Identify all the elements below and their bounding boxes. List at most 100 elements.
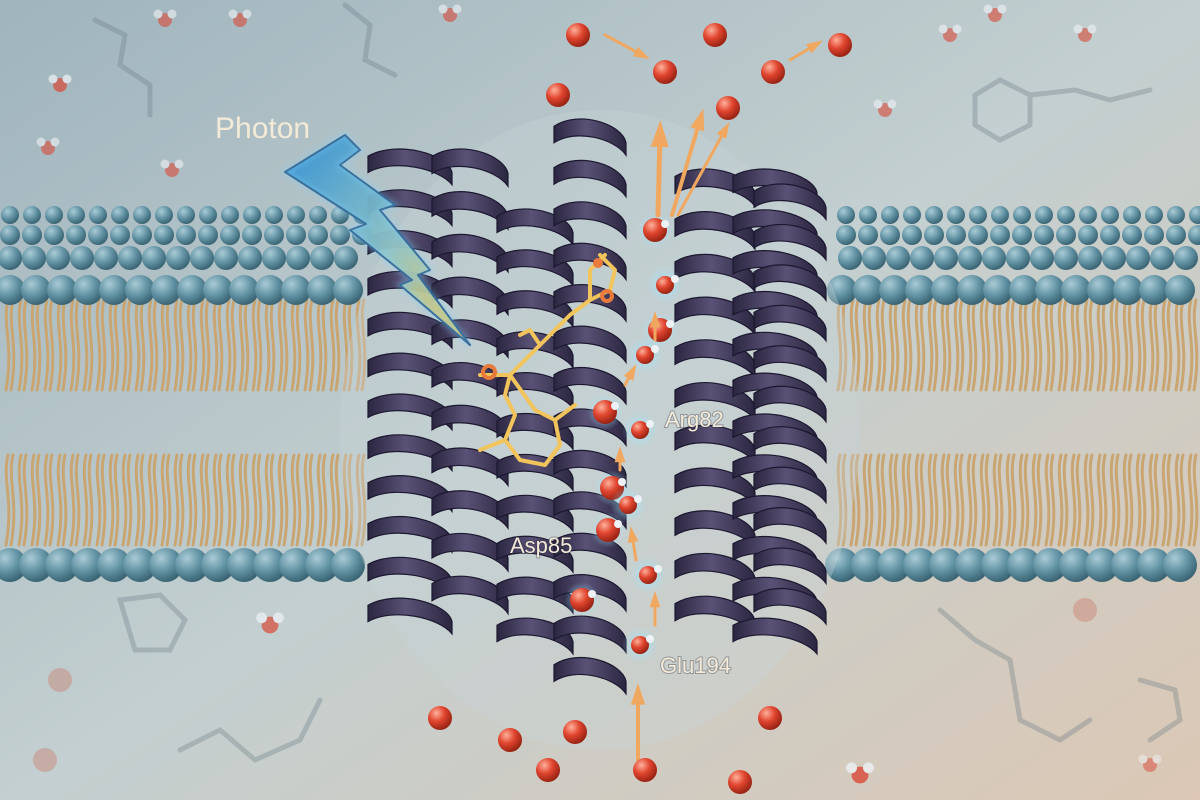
lipid-head <box>132 225 152 245</box>
lipid-head <box>44 225 64 245</box>
lipid-tail <box>849 453 856 547</box>
water-molecule-icon <box>48 74 72 92</box>
lipid-tail <box>321 298 328 392</box>
lipid-tail <box>1036 298 1043 392</box>
free-protons <box>33 23 1097 794</box>
lipid-tail <box>1036 453 1043 547</box>
lipid-head <box>281 275 311 305</box>
lipid-head <box>154 225 174 245</box>
lipid-head <box>969 206 987 224</box>
lipid-tail <box>906 453 913 547</box>
lipid-tail <box>173 298 180 392</box>
lipid-head <box>255 275 285 305</box>
lipid-tail <box>212 453 219 547</box>
lipid-tail <box>308 453 315 547</box>
proton-sphere-icon <box>761 60 785 84</box>
lipid-tail <box>126 298 133 392</box>
arg82-label: Arg82 <box>665 407 724 432</box>
lipid-tail <box>1109 298 1116 392</box>
proton-sphere-icon <box>428 706 452 730</box>
lipid-tail <box>971 298 978 392</box>
lipid-head <box>149 548 183 582</box>
lipid-tail <box>30 298 37 392</box>
lipid-head <box>903 548 937 582</box>
lipid-head <box>947 206 965 224</box>
lipid-head <box>1113 275 1143 305</box>
lipid-head <box>955 548 989 582</box>
lipid-tail <box>1049 298 1056 392</box>
lipid-tail <box>958 298 965 392</box>
lipid-head <box>858 225 878 245</box>
lipid-tail <box>69 453 76 547</box>
water-molecule-icon <box>1073 24 1097 42</box>
lipid-tail <box>334 453 341 547</box>
lipid-head <box>97 548 131 582</box>
lipid-head <box>983 275 1013 305</box>
lipid-head <box>22 246 46 270</box>
lipid-tail <box>160 298 167 392</box>
lipid-tail <box>849 298 856 392</box>
lipid-head <box>201 548 235 582</box>
flow-arrow-icon <box>603 33 650 60</box>
lipid-head <box>1056 225 1076 245</box>
lipid-head <box>70 246 94 270</box>
lipid-head <box>1035 206 1053 224</box>
lipid-tail <box>82 453 89 547</box>
lipid-tail <box>321 453 328 547</box>
lipid-head <box>177 206 195 224</box>
lipid-tail <box>355 453 362 547</box>
lipid-tail <box>1096 298 1103 392</box>
lipid-tail <box>1127 298 1134 392</box>
lipid-tail <box>901 453 908 547</box>
proton-sphere-icon <box>703 23 727 47</box>
pathway-proton <box>639 566 657 584</box>
lipid-tail <box>966 298 973 392</box>
lipid-tail <box>243 298 250 392</box>
proton-sphere-icon <box>563 720 587 744</box>
lipid-tail <box>87 453 94 547</box>
lipid-tail <box>74 298 81 392</box>
lipid-tail <box>1062 298 1069 392</box>
lipid-tail <box>1023 453 1030 547</box>
lipid-head <box>903 206 921 224</box>
lipid-head <box>934 246 958 270</box>
lipid-head <box>924 225 944 245</box>
pathway-proton <box>631 636 649 654</box>
lipid-tails <box>4 298 1199 547</box>
lipid-head <box>73 275 103 305</box>
proton-sphere-icon <box>498 728 522 752</box>
lipid-tail <box>1005 453 1012 547</box>
proton-sphere-icon <box>1073 598 1097 622</box>
lipid-tail <box>1174 453 1181 547</box>
lipid-tail <box>9 298 16 392</box>
lipid-head <box>262 246 286 270</box>
lipid-tail <box>906 298 913 392</box>
lipid-head <box>287 206 305 224</box>
lipid-tail <box>329 453 336 547</box>
lipid-tail <box>165 298 172 392</box>
lipid-tail <box>230 453 237 547</box>
water-molecule-icon <box>438 4 462 22</box>
lipid-head <box>827 275 857 305</box>
lipid-head <box>1059 548 1093 582</box>
lipid-tail <box>940 453 947 547</box>
water-molecule-icon <box>983 4 1007 22</box>
lipid-head <box>333 275 363 305</box>
lipid-tail <box>867 453 874 547</box>
lipid-tail <box>1135 453 1142 547</box>
lipid-tail <box>199 453 206 547</box>
lipid-tail <box>95 298 102 392</box>
flow-arrow-icon <box>623 364 637 387</box>
proton-sphere-icon <box>536 758 560 782</box>
flow-arrow-icon <box>676 122 730 217</box>
lipid-head <box>71 548 105 582</box>
lipid-head <box>243 206 261 224</box>
lipid-tail <box>1010 453 1017 547</box>
lipid-tail <box>134 453 141 547</box>
lipid-tail <box>888 298 895 392</box>
lipid-tail <box>186 453 193 547</box>
lipid-head <box>1126 246 1150 270</box>
lipid-tail <box>225 298 232 392</box>
lipid-tail <box>1192 453 1199 547</box>
pathway-proton <box>631 421 649 439</box>
